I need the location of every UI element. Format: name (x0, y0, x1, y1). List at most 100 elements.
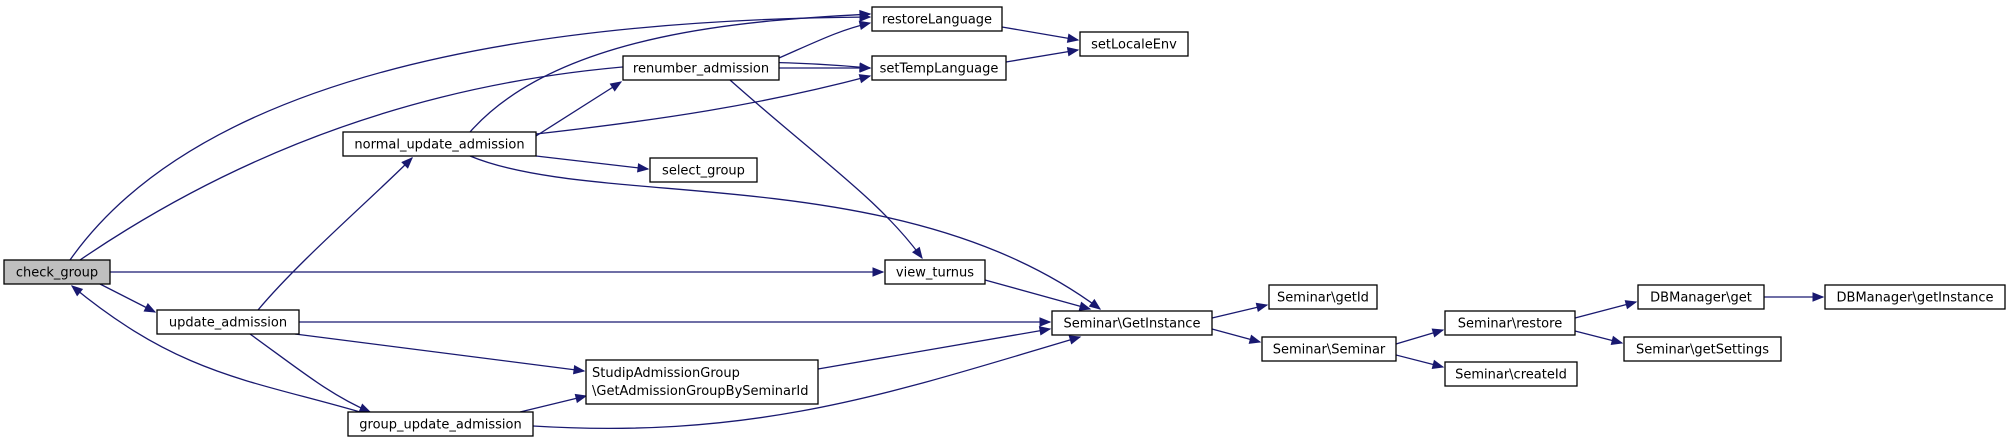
edge-line (469, 13, 871, 133)
node-box (347, 411, 534, 437)
node-box (1051, 310, 1213, 336)
node-group-update-admission[interactable]: group_update_admission (347, 411, 534, 437)
edge-line (1005, 49, 1079, 63)
node-restore-language[interactable]: restoreLanguage (871, 6, 1003, 32)
arrowhead (637, 163, 650, 173)
node-seminar-restore[interactable]: Seminar\restore (1444, 310, 1576, 336)
arrowhead (1248, 334, 1262, 344)
node-box (1637, 284, 1765, 310)
arrowhead (912, 246, 923, 260)
node-label: check_group (16, 266, 98, 281)
arrowhead (1812, 292, 1825, 302)
node-dbmanager-get-instance[interactable]: DBManager\getInstance (1824, 284, 2006, 310)
node-set-temp-language[interactable]: setTempLanguage (871, 55, 1007, 81)
edge-update_admission-to-normal_update_admission (257, 157, 413, 311)
edge-line (535, 81, 622, 137)
node-set-locale-env[interactable]: setLocaleEnv (1079, 31, 1189, 57)
edge-update_admission-to-seminar_get_instance (299, 317, 1052, 327)
node-box (1623, 336, 1782, 362)
edge-set_temp_language-to-set_locale_env (1005, 47, 1080, 63)
node-seminar-get-id[interactable]: Seminar\getId (1268, 284, 1378, 310)
node-box (884, 259, 986, 285)
arrowhead (1078, 301, 1092, 311)
edge-seminar_seminar-to-seminar_restore (1395, 328, 1445, 345)
edge-line (729, 79, 923, 259)
node-update-admission[interactable]: update_admission (156, 309, 300, 335)
edge-group_update_admission-to-check_group (70, 285, 361, 413)
edge-line (1001, 26, 1079, 41)
edge-normal_update_admission-to-set_temp_language (535, 74, 872, 135)
node-renumber-admission[interactable]: renumber_admission (622, 55, 780, 81)
node-seminar-get-instance[interactable]: Seminar\GetInstance (1051, 310, 1213, 336)
arrowhead (1088, 298, 1102, 310)
edge-check_group-to-view_turnus (110, 267, 885, 277)
node-select-group[interactable]: select_group (649, 157, 758, 183)
node-label: Seminar\restore (1458, 317, 1562, 332)
node-label: Seminar\getId (1277, 291, 1369, 306)
edge-update_admission-to-studip_admission_group (294, 333, 586, 375)
node-label: DBManager\get (1650, 291, 1752, 306)
node-seminar-seminar[interactable]: Seminar\Seminar (1261, 336, 1397, 362)
node-box (585, 359, 819, 405)
node-seminar-get-settings[interactable]: Seminar\getSettings (1623, 336, 1782, 362)
edge-dbmanager_get-to-dbmanager_get_instance (1764, 292, 1825, 302)
node-seminar-create-id[interactable]: Seminar\createId (1444, 361, 1578, 387)
node-check-group[interactable]: check_group (3, 259, 111, 285)
arrowhead (1255, 302, 1269, 313)
node-normal-update-admission[interactable]: normal_update_admission (342, 131, 537, 157)
node-box (1444, 361, 1578, 387)
edge-seminar_get_instance-to-seminar_seminar (1211, 328, 1262, 344)
arrowhead (70, 285, 84, 297)
arrowhead (1039, 317, 1052, 327)
edge-seminar_get_instance-to-seminar_get_id (1211, 302, 1269, 319)
edge-normal_update_admission-to-renumber_admission (535, 81, 623, 137)
edge-line (71, 285, 361, 413)
node-label: view_turnus (896, 266, 974, 281)
node-box (1261, 336, 1397, 362)
node-box (649, 157, 758, 183)
node-box (156, 309, 300, 335)
edge-normal_update_admission-to-restore_language (469, 9, 872, 133)
arrowhead (859, 9, 872, 20)
node-box (1444, 310, 1576, 336)
edge-view_turnus-to-seminar_get_instance (984, 279, 1092, 311)
edge-line (469, 155, 1101, 310)
edge-renumber_admission-to-view_turnus (729, 79, 923, 260)
node-label: Seminar\getSettings (1636, 343, 1769, 358)
node-view-turnus[interactable]: view_turnus (884, 259, 986, 285)
arrowhead (1068, 335, 1082, 345)
edge-seminar_seminar-to-seminar_create_id (1395, 354, 1445, 369)
edge-line (1574, 301, 1637, 319)
arrowhead (1431, 359, 1445, 369)
edge-renumber_admission-to-restore_language (778, 20, 872, 59)
node-label: DBManager\getInstance (1837, 291, 1994, 306)
arrowhead (858, 20, 872, 31)
edge-line (817, 328, 1051, 370)
edge-renumber_admission-to-set_temp_language (779, 63, 872, 73)
arrowhead (401, 157, 413, 169)
arrowhead (858, 74, 872, 84)
arrowhead (143, 303, 157, 313)
node-box (622, 55, 780, 81)
node-studip-admission-group[interactable]: StudipAdmissionGroup\GetAdmissionGroupBy… (585, 359, 819, 405)
edge-restore_language-to-set_locale_env (1001, 26, 1080, 43)
node-box (342, 131, 537, 157)
node-label: restoreLanguage (882, 13, 992, 28)
edge-studip_admission_group-to-seminar_get_instance (817, 326, 1052, 370)
edge-group_update_admission-to-studip_admission_group (519, 393, 588, 413)
arrowhead (1624, 300, 1638, 310)
edge-line (984, 279, 1091, 310)
edge-line (535, 155, 649, 170)
edge-update_admission-to-group_update_admission (249, 333, 372, 413)
arrowhead (1066, 47, 1080, 57)
edge-line (294, 333, 585, 372)
edge-group_update_admission-to-seminar_get_instance (532, 335, 1082, 430)
node-label: setLocaleEnv (1091, 38, 1177, 53)
node-dbmanager-get[interactable]: DBManager\get (1637, 284, 1765, 310)
edge-line (532, 336, 1081, 430)
node-box (1824, 284, 2006, 310)
nodes-layer: check_group update_admission normal_update… (3, 6, 2006, 437)
edge-line (257, 157, 413, 311)
node-label: update_admission (169, 316, 287, 331)
